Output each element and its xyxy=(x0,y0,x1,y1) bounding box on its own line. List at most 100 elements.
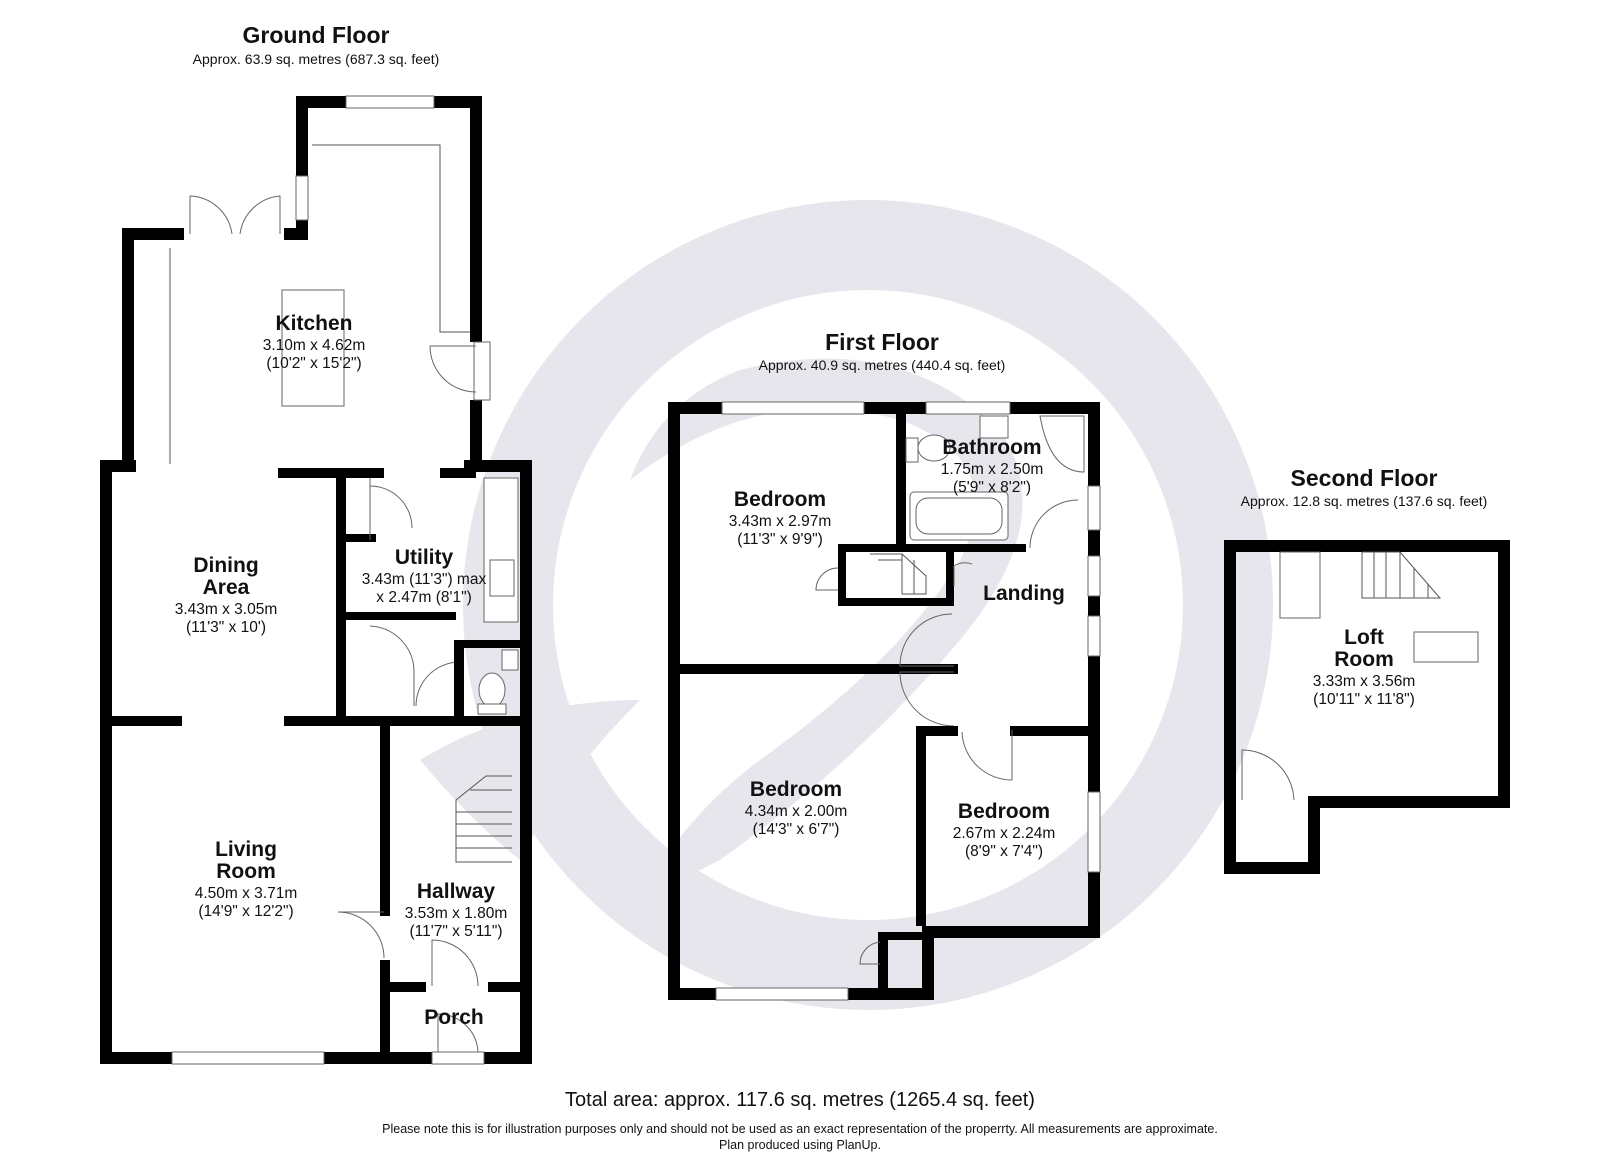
wall xyxy=(380,960,390,1060)
window-icon xyxy=(1087,791,1101,873)
wall xyxy=(122,228,134,468)
window-icon xyxy=(171,1051,325,1065)
door-swing-icon xyxy=(189,195,233,235)
wall xyxy=(1308,796,1320,874)
wall xyxy=(916,726,926,926)
room-dim-hallway-m: 3.53m x 1.80m xyxy=(405,905,508,922)
room-dim-kitchen-ft: (10'2" x 15'2") xyxy=(266,355,361,372)
room-dim-utility-ft: x 2.47m (8'1") xyxy=(376,589,471,606)
wall xyxy=(878,932,888,988)
wall xyxy=(922,926,1100,938)
room-dim-bathroom-m: 1.75m x 2.50m xyxy=(941,461,1044,478)
wall xyxy=(346,612,456,620)
wall xyxy=(1010,726,1090,736)
wall xyxy=(838,544,846,602)
wall xyxy=(1224,540,1510,552)
door-swing-icon xyxy=(239,195,281,235)
bath-icon xyxy=(915,497,1003,535)
sink-icon xyxy=(979,415,1009,439)
window-icon xyxy=(345,95,435,109)
wall xyxy=(838,598,954,606)
wall xyxy=(680,664,958,674)
loft-fixture xyxy=(1279,551,1321,619)
window-icon xyxy=(1087,615,1101,657)
wall xyxy=(454,640,464,720)
room-name-dining-1: Dining xyxy=(193,554,258,577)
room-name-bathroom: Bathroom xyxy=(942,436,1041,459)
room-name-porch: Porch xyxy=(424,1006,484,1029)
wall xyxy=(454,640,520,648)
door-swing-icon xyxy=(437,1013,479,1053)
door-frame xyxy=(431,1051,485,1065)
wall xyxy=(668,402,680,1000)
room-name-landing: Landing xyxy=(983,582,1065,605)
door-swing-icon xyxy=(953,562,973,586)
room-dim-bedroom1-ft: (11'3" x 9'9") xyxy=(737,531,823,548)
total-area: Total area: approx. 117.6 sq. metres (12… xyxy=(565,1089,1035,1111)
wall xyxy=(440,468,476,478)
wall xyxy=(916,726,958,736)
window-icon xyxy=(715,987,849,1001)
wall xyxy=(470,96,482,342)
toilet-icon xyxy=(905,437,919,463)
window-icon xyxy=(721,401,865,415)
room-name-bedroom1: Bedroom xyxy=(734,488,826,511)
room-name-kitchen: Kitchen xyxy=(275,312,352,335)
first-floor-area: Approx. 40.9 sq. metres (440.4 sq. feet) xyxy=(759,357,1006,373)
room-dim-dining-m: 3.43m x 3.05m xyxy=(175,601,278,618)
ground-floor-title: Ground Floor xyxy=(243,22,390,48)
wall xyxy=(1308,796,1510,808)
staircase-icon xyxy=(455,775,512,863)
window-icon xyxy=(925,401,1011,415)
wall xyxy=(1224,862,1320,874)
first-floor: First Floor Approx. 40.9 sq. metres (440… xyxy=(668,329,1101,1001)
room-name-loft-2: Room xyxy=(1334,648,1394,671)
door-swing-icon xyxy=(369,625,415,706)
sink-icon xyxy=(489,559,515,597)
room-dim-bedroom2-m: 4.34m x 2.00m xyxy=(745,803,848,820)
room-name-living-1: Living xyxy=(215,838,277,861)
room-dim-bathroom-ft: (5'9" x 8'2") xyxy=(953,479,1031,496)
door-swing-icon xyxy=(1029,499,1079,549)
window-icon xyxy=(1087,555,1101,597)
wall xyxy=(284,716,520,726)
wall xyxy=(520,460,532,1064)
wall xyxy=(878,932,922,940)
window-icon xyxy=(1087,485,1101,531)
wall xyxy=(1224,540,1236,874)
wall xyxy=(922,926,934,1000)
wall xyxy=(488,982,520,992)
door-swing-icon xyxy=(899,671,955,727)
door-swing-icon xyxy=(429,345,477,393)
ground-floor: Ground Floor Approx. 63.9 sq. metres (68… xyxy=(100,22,532,1065)
room-dim-dining-ft: (11'3" x 10') xyxy=(186,619,266,636)
room-dim-hallway-ft: (11'7" x 5'11") xyxy=(409,923,502,940)
wall xyxy=(946,552,954,606)
wall xyxy=(470,400,482,466)
second-floor-area: Approx. 12.8 sq. metres (137.6 sq. feet) xyxy=(1241,493,1488,509)
room-name-bedroom2: Bedroom xyxy=(750,778,842,801)
door-swing-icon xyxy=(859,941,881,965)
room-dim-living-ft: (14'9" x 12'2") xyxy=(198,903,293,920)
room-dim-kitchen-m: 3.10m x 4.62m xyxy=(263,337,366,354)
door-swing-icon xyxy=(899,613,954,667)
utility-counter xyxy=(483,477,519,623)
loft-fixture xyxy=(1413,631,1479,663)
wall xyxy=(112,716,182,726)
door-swing-icon xyxy=(815,567,839,591)
wall xyxy=(284,228,308,240)
disclaimer: Please note this is for illustration pur… xyxy=(382,1122,1218,1136)
room-dim-bedroom2-ft: (14'3" x 6'7") xyxy=(753,821,840,838)
footer: Total area: approx. 117.6 sq. metres (12… xyxy=(382,1089,1218,1152)
wall xyxy=(1498,540,1510,808)
toilet-icon xyxy=(478,672,506,708)
room-name-living-2: Room xyxy=(216,860,276,883)
staircase-icon xyxy=(870,553,927,595)
room-dim-bedroom1-m: 3.43m x 2.97m xyxy=(729,513,832,530)
watermark-logo-icon xyxy=(420,200,1273,1010)
room-dim-living-m: 4.50m x 3.71m xyxy=(195,885,298,902)
second-floor-title: Second Floor xyxy=(1291,465,1438,491)
wall xyxy=(838,544,896,552)
wall xyxy=(336,468,346,720)
